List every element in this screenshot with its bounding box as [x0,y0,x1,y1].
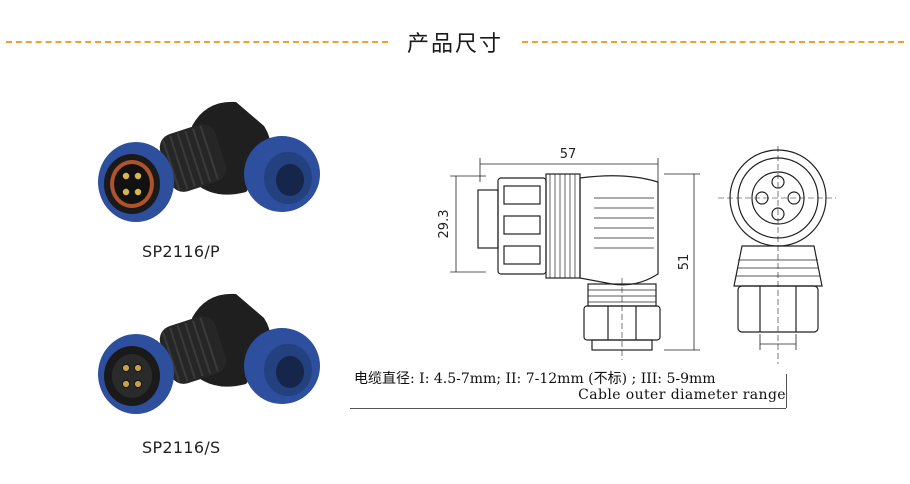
product-image-sp2116-s [98,293,320,414]
dim-height-front: 29.3 [437,210,452,239]
technical-drawing: 57 29.3 51 [437,146,836,364]
section-title: 产品尺寸 [406,32,503,57]
dim-height-total: 51 [677,254,692,271]
product-image-sp2116-p [98,101,320,222]
divider-right [522,41,904,43]
cable-diameter-spec-cn: 电缆直径: I: 4.5-7mm; II: 7-12mm (不标) ; III:… [354,371,716,387]
product-caption-s: SP2116/S [142,438,221,457]
spec-bracket-tick [786,374,787,408]
section-header: 产品尺寸 [0,0,910,84]
divider-left [6,41,388,43]
spec-underline [350,408,786,409]
cable-diameter-spec-en: Cable outer diameter range [578,387,786,403]
product-caption-p: SP2116/P [142,242,220,261]
dim-width: 57 [560,147,577,162]
